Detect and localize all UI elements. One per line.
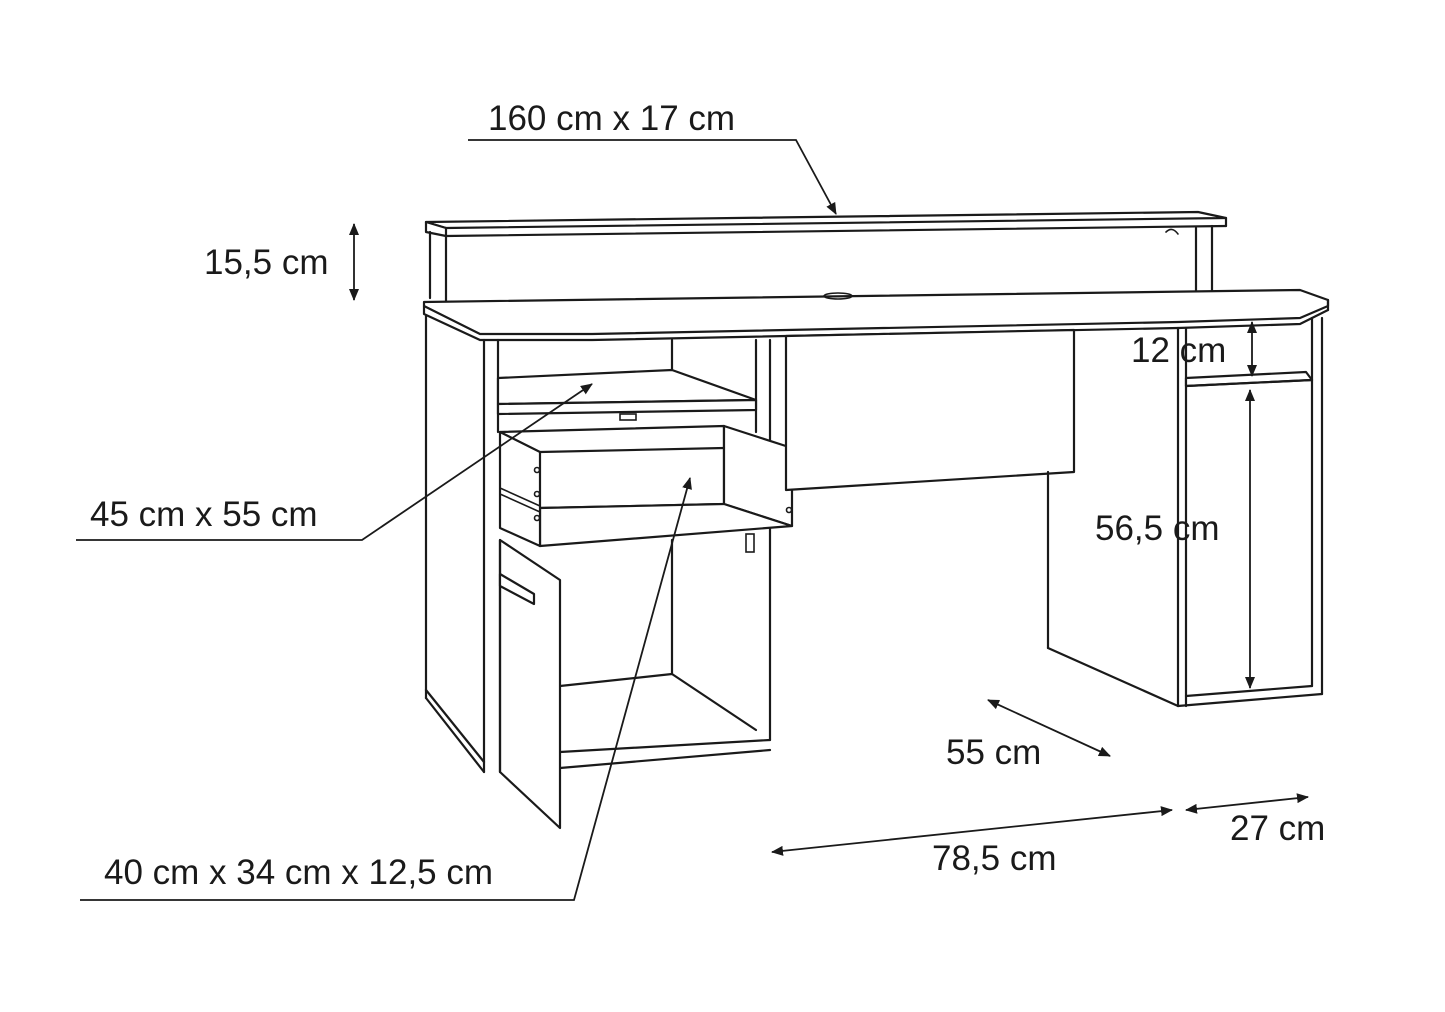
label-width-side: 27 cm — [1230, 809, 1325, 848]
dimension-lines — [76, 139, 1309, 901]
right-pedestal — [1046, 316, 1324, 708]
open-door — [498, 538, 562, 830]
label-shelf-gap: 12 cm — [1131, 331, 1226, 370]
label-drawer-size: 40 cm x 34 cm x 12,5 cm — [104, 853, 493, 892]
leader-hutch-size — [468, 139, 837, 215]
dim-width-main — [771, 806, 1173, 856]
open-drawer — [498, 424, 794, 553]
desktop-surface — [422, 288, 1330, 336]
leader-drawer-size — [80, 477, 692, 901]
label-drawer-opening: 45 cm x 55 cm — [90, 495, 318, 534]
dimension-labels: 160 cm x 17 cm 15,5 cm 12 cm 45 cm x 55 … — [90, 99, 1325, 892]
dim-width-side — [1185, 793, 1309, 814]
label-hutch-height: 15,5 cm — [204, 243, 329, 282]
hutch-top-shelf — [424, 210, 1228, 230]
dim-depth — [987, 699, 1111, 757]
modesty-panel — [784, 328, 1076, 492]
label-hutch-size: 160 cm x 17 cm — [488, 99, 735, 138]
leader-drawer-opening — [76, 383, 593, 541]
label-width-main: 78,5 cm — [932, 839, 1057, 878]
label-compartment-height: 56,5 cm — [1095, 509, 1220, 548]
desk-drawing — [422, 210, 1330, 830]
label-depth: 55 cm — [946, 733, 1041, 772]
